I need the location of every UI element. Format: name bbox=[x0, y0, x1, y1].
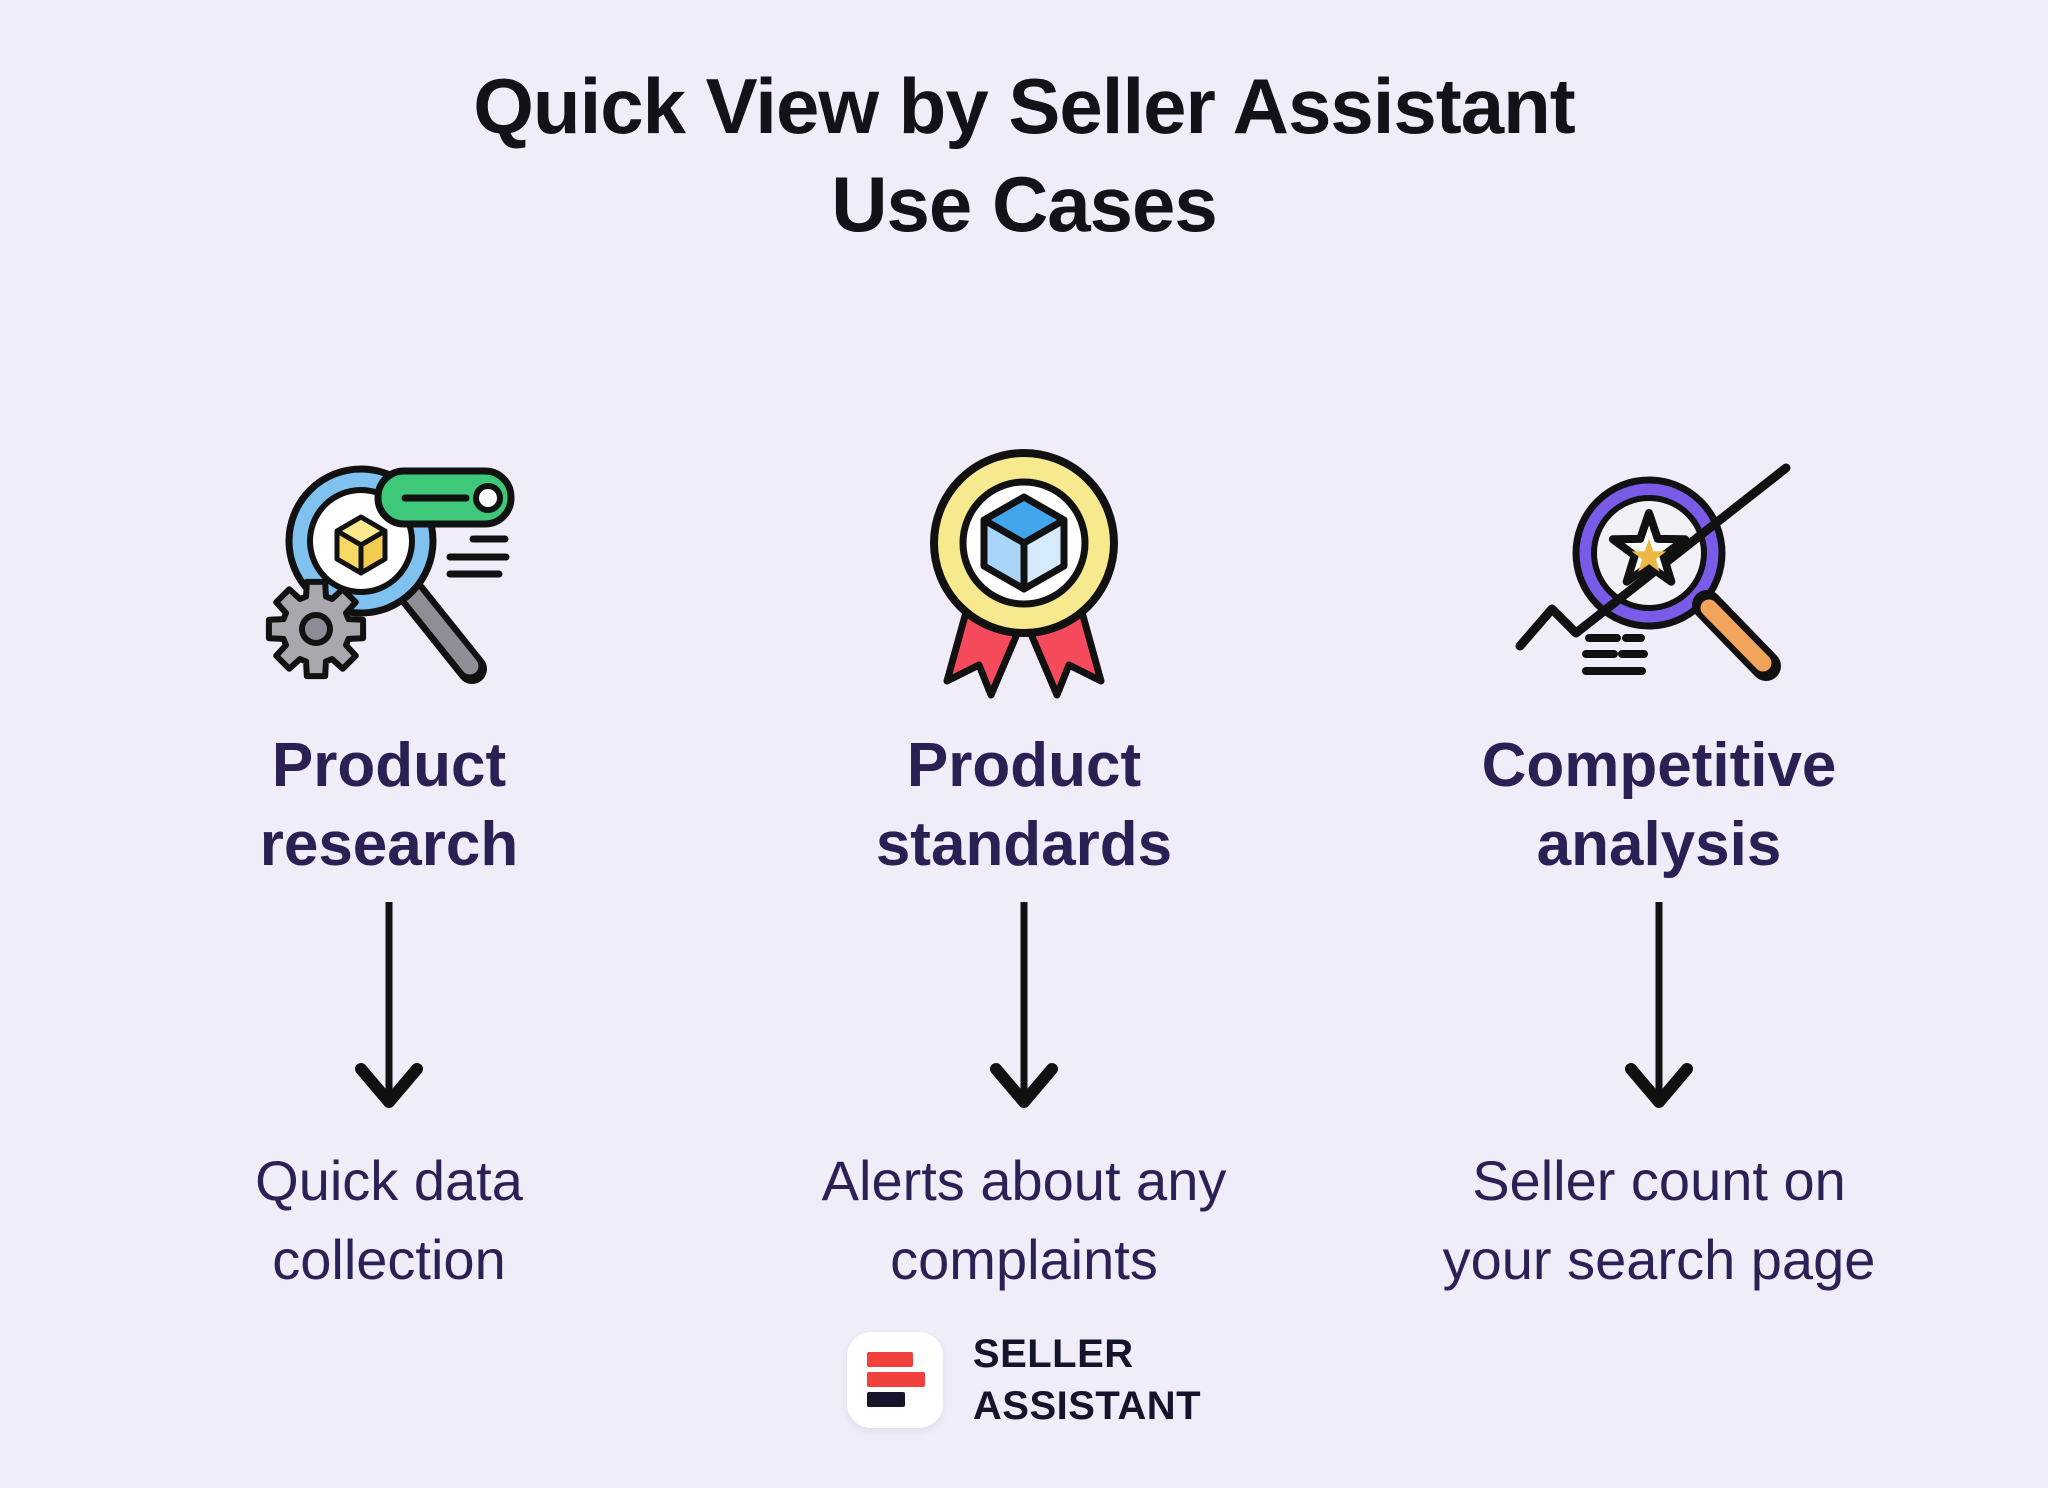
down-arrow-icon bbox=[990, 901, 1058, 1108]
product-standards-icon bbox=[930, 448, 1118, 698]
seller-assistant-logo: SELLER ASSISTANT bbox=[0, 1328, 2048, 1432]
logo-bar-red-middle bbox=[866, 1372, 925, 1388]
column-product-research: Product research Quick data collection bbox=[89, 443, 689, 1300]
page-title: Quick View by Seller Assistant Use Cases bbox=[473, 62, 1576, 248]
product-research-icon-wrap bbox=[258, 443, 520, 708]
heading-product-standards: Product standards bbox=[875, 731, 1173, 880]
competitive-analysis-icon-wrap bbox=[1514, 443, 1804, 708]
seller-assistant-logo-text: SELLER ASSISTANT bbox=[972, 1331, 1202, 1428]
heading-competitive-analysis: Competitive analysis bbox=[1481, 731, 1837, 880]
down-arrow-icon bbox=[1625, 901, 1693, 1108]
logo-bar-red-top bbox=[866, 1352, 913, 1368]
down-arrow-icon bbox=[355, 901, 423, 1108]
desc-quick-data-collection: Quick data collection bbox=[255, 1148, 523, 1292]
desc-seller-count: Seller count on your search page bbox=[1442, 1148, 1876, 1292]
product-standards-icon-wrap bbox=[923, 443, 1125, 708]
seller-assistant-logo-icon bbox=[846, 1331, 943, 1428]
use-case-columns: Product research Quick data collection bbox=[0, 443, 2048, 1300]
desc-alerts-complaints: Alerts about any complaints bbox=[821, 1148, 1227, 1292]
column-product-standards: Product standards Alerts about any compl… bbox=[724, 443, 1324, 1300]
product-research-icon bbox=[265, 465, 515, 684]
competitive-analysis-icon bbox=[1515, 463, 1791, 681]
column-competitive-analysis: Competitive analysis Seller count on you… bbox=[1359, 443, 1959, 1300]
logo-bar-dark-bottom bbox=[866, 1392, 905, 1408]
heading-product-research: Product research bbox=[259, 731, 519, 880]
